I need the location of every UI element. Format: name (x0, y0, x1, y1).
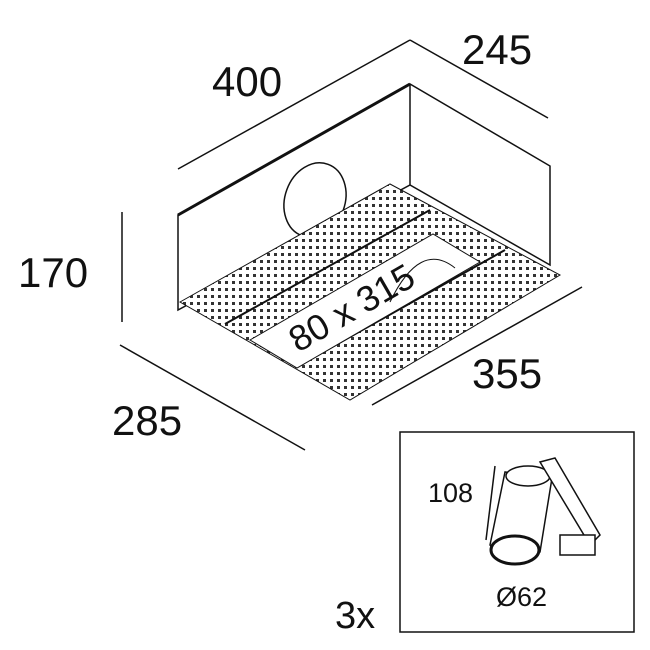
dimension-depth: 245 (462, 26, 532, 73)
dimension-front-depth: 285 (112, 397, 182, 444)
dimension-front-width: 355 (472, 350, 542, 397)
spotlight-length: 108 (428, 478, 473, 508)
dimension-height: 170 (18, 249, 88, 296)
dimension-width: 400 (212, 58, 282, 105)
perforated-plate (178, 183, 562, 401)
spotlight-inset-frame (399, 431, 635, 633)
dimension-lines (119, 39, 583, 451)
spotlight-quantity: 3x (335, 595, 375, 637)
spotlight-icon (485, 457, 601, 566)
spotlight-diameter: Ø62 (496, 582, 547, 612)
